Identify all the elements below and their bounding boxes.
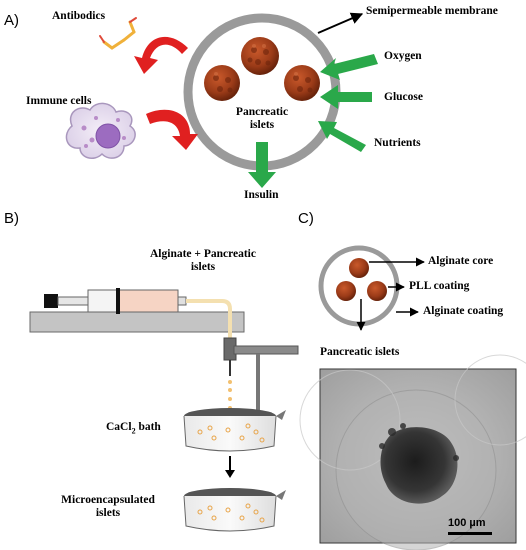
nutrients-arrow <box>318 121 366 152</box>
panel-label-c: C) <box>298 210 314 227</box>
panel-label-a: A) <box>4 12 19 29</box>
islets-label-line2: islets <box>249 119 275 131</box>
immune-rebound-arrow <box>146 109 198 150</box>
syringe-pump-platform <box>29 311 245 333</box>
antibodies-label: Antibodics <box>52 10 106 22</box>
alginate-core-label: Alginate core <box>428 255 494 267</box>
alginate-coating-label: Alginate coating <box>423 305 504 317</box>
glucose-arrow <box>320 85 372 109</box>
needle-holder <box>223 337 299 432</box>
pancreatic-islets-label: Pancreatic islets <box>320 346 400 358</box>
immune-cells-label: Immune cells <box>26 95 92 107</box>
membrane-label: Semipermeable membrane <box>366 5 498 17</box>
antibody-icon <box>99 17 137 50</box>
islets-label-line1: Pancreatic <box>235 106 289 118</box>
alginate-islets-line1: Alginate + Pancreatic <box>150 248 256 260</box>
syringe-icon <box>44 288 187 314</box>
cacl2-beaker <box>183 408 286 452</box>
membrane-pointer-arrow <box>317 12 364 34</box>
oxygen-arrow <box>320 54 378 80</box>
oxygen-label: Oxygen <box>384 50 422 62</box>
pll-coating-label: PLL coating <box>409 280 470 292</box>
nutrients-label: Nutrients <box>374 137 421 149</box>
capsule-pointer-arrows <box>356 257 425 331</box>
glucose-label: Glucose <box>384 91 423 103</box>
microencapsulated-line1: Microencapsulated <box>61 494 155 506</box>
cacl2-bath-label: CaCl2 bath <box>106 421 161 437</box>
process-arrow <box>225 456 235 478</box>
alginate-islets-label: Alginate + Pancreatic islets <box>140 248 266 274</box>
immune-cell-icon <box>65 102 136 159</box>
microencapsulated-line2: islets <box>95 507 121 519</box>
insulin-label: Insulin <box>244 189 279 201</box>
microcapsule-diagram <box>318 245 400 327</box>
cacl2-suffix: bath <box>135 421 161 433</box>
cacl2-subscript: 2 <box>131 426 136 436</box>
microencapsulated-beaker <box>183 488 286 532</box>
tubing <box>186 299 232 338</box>
droplets <box>228 380 232 410</box>
microencapsulated-label: Microencapsulated islets <box>54 494 162 520</box>
insulin-arrow <box>248 142 276 188</box>
islets-label: Pancreatic islets <box>226 106 298 132</box>
alginate-islets-line2: islets <box>190 261 216 273</box>
scale-bar-label: 100 µm <box>448 517 486 529</box>
antibody-rebound-arrow <box>134 36 188 74</box>
cacl2-prefix: CaCl <box>106 421 132 433</box>
micrograph-image <box>299 354 526 550</box>
islet-cluster-icon <box>204 37 320 101</box>
panel-label-b: B) <box>4 210 19 227</box>
